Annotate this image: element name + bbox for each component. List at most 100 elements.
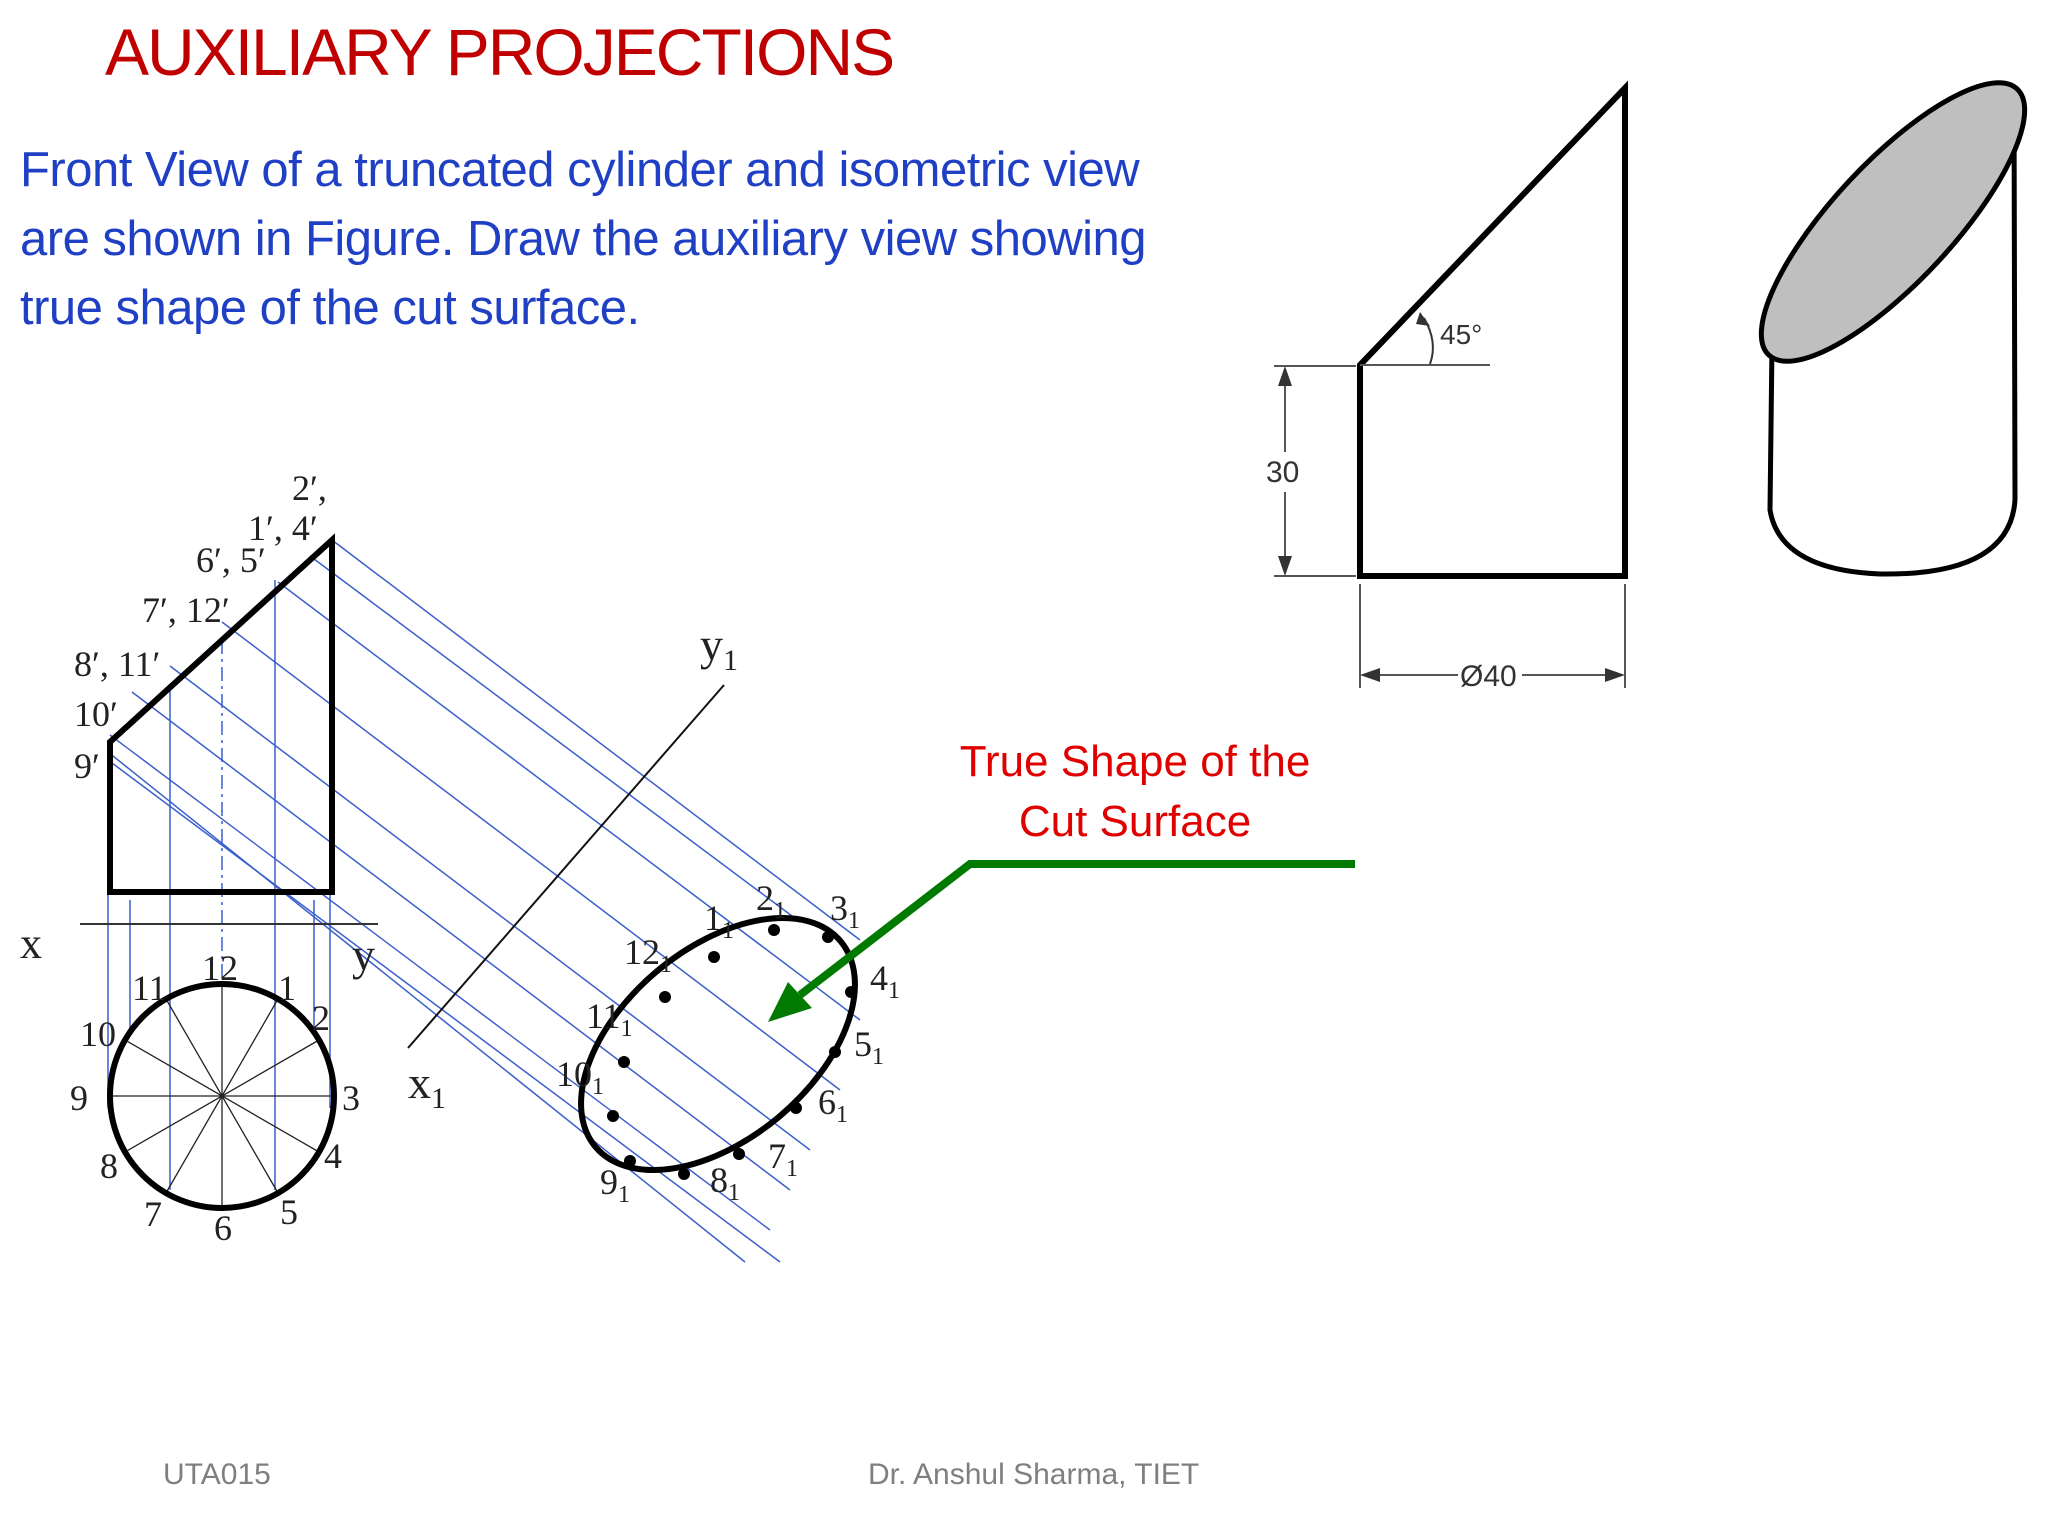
aux-label-8-num: 8	[710, 1160, 728, 1200]
label-x1-subscript: 1	[431, 1082, 446, 1115]
label-2-prime: 2′,	[292, 468, 327, 508]
aux-label-7-num: 7	[768, 1136, 786, 1176]
top-num-4: 4	[324, 1136, 342, 1176]
diameter-arrow-left	[1360, 668, 1380, 682]
top-num-5: 5	[280, 1192, 298, 1232]
point-8	[678, 1168, 690, 1180]
label-9-prime: 9′	[74, 746, 100, 786]
aux-label-12-sub: 1	[660, 952, 672, 978]
point-6	[790, 1102, 802, 1114]
aux-label-11: 111	[586, 996, 633, 1042]
callout-line-2: Cut Surface	[1019, 797, 1251, 846]
point-11	[618, 1056, 630, 1068]
point-12	[659, 991, 671, 1003]
label-y1-letter: y	[700, 619, 723, 670]
aux-label-6-num: 6	[818, 1082, 836, 1122]
point-7	[733, 1148, 745, 1160]
aux-label-1: 11	[704, 898, 734, 944]
label-x: x	[20, 919, 42, 968]
cut-surface-ellipse	[1758, 80, 2028, 364]
callout-arrowhead	[768, 982, 812, 1022]
aux-label-8: 81	[710, 1160, 740, 1206]
aux-label-12-num: 12	[624, 932, 660, 972]
aux-label-12: 121	[624, 932, 672, 978]
top-view	[107, 981, 337, 1211]
aux-label-3: 31	[830, 888, 860, 934]
top-num-7: 7	[144, 1194, 162, 1234]
point-9	[624, 1155, 636, 1167]
label-7-12-prime: 7′, 12′	[142, 590, 230, 630]
label-6-5-prime: 6′, 5′	[196, 540, 266, 580]
label-x1-letter: x	[408, 1057, 431, 1108]
diameter-label: Ø40	[1460, 660, 1517, 693]
aux-label-9: 91	[600, 1162, 630, 1208]
label-x1: x1	[408, 1057, 446, 1115]
top-num-2: 2	[312, 998, 330, 1038]
aux-label-8-sub: 1	[728, 1180, 740, 1206]
given-outline	[1357, 80, 1628, 579]
aux-label-5: 51	[854, 1024, 884, 1070]
true-shape-ellipse	[578, 915, 858, 1173]
top-num-10: 10	[80, 1014, 116, 1054]
footer-author: Dr. Anshul Sharma, TIET	[868, 1458, 1200, 1491]
point-10	[607, 1110, 619, 1122]
point-5	[829, 1046, 841, 1058]
question-text: Front View of a truncated cylinder and i…	[20, 136, 1260, 343]
angle-label: 45°	[1440, 319, 1482, 350]
aux-label-3-num: 3	[830, 888, 848, 928]
front-view-labels: 2′, 1′, 4′ 6′, 5′ 7′, 12′ 8′, 11′ 10′ 9′	[74, 468, 327, 786]
aux-label-7-sub: 1	[786, 1156, 798, 1182]
aux-label-10: 101	[556, 1054, 604, 1100]
label-y1: y1	[700, 619, 738, 677]
top-num-6: 6	[214, 1208, 232, 1248]
aux-label-9-sub: 1	[618, 1182, 630, 1208]
height-arrow-top	[1278, 366, 1292, 386]
angle-arrowhead	[1416, 312, 1430, 326]
aux-label-11-sub: 1	[621, 1016, 633, 1042]
point-2	[768, 924, 780, 936]
point-4	[845, 986, 857, 998]
aux-label-2: 21	[756, 878, 786, 924]
aux-label-2-num: 2	[756, 878, 774, 918]
isometric-view	[1758, 80, 2028, 577]
aux-label-6: 61	[818, 1082, 848, 1128]
footer-course-code: UTA015	[163, 1458, 271, 1491]
aux-label-4: 41	[870, 958, 900, 1004]
diameter-arrow-right	[1605, 668, 1625, 682]
top-num-1: 1	[278, 968, 296, 1008]
aux-label-1-sub: 1	[722, 918, 734, 944]
label-1-4-prime: 1′, 4′	[248, 508, 318, 548]
label-8-11-prime: 8′, 11′	[74, 644, 160, 684]
aux-label-5-sub: 1	[872, 1044, 884, 1070]
vertical-projectors	[107, 540, 331, 1190]
question-line-3: true shape of the cut surface.	[20, 281, 640, 335]
given-front-view: 45° 30 Ø40	[1266, 80, 1628, 693]
auxiliary-labels: 11 21 31 41 51 61 71 81 91 101 111 121	[556, 878, 900, 1208]
label-y1-subscript: 1	[723, 644, 738, 677]
question-line-2: are shown in Figure. Draw the auxiliary …	[20, 212, 1147, 266]
aux-label-5-num: 5	[854, 1024, 872, 1064]
point-1	[708, 951, 720, 963]
point-3	[822, 931, 834, 943]
aux-label-3-sub: 1	[848, 908, 860, 934]
aux-label-2-sub: 1	[774, 898, 786, 924]
aux-label-10-sub: 1	[592, 1074, 604, 1100]
callout-arrow	[768, 860, 1355, 1022]
x1y1-reference-line	[407, 684, 725, 1049]
top-view-numbers: 12 11 1 10 2 9 3 8 4 7 6 5	[70, 948, 360, 1248]
slide-title: AUXILIARY PROJECTIONS	[105, 15, 895, 89]
aux-label-4-sub: 1	[888, 978, 900, 1004]
top-num-12: 12	[202, 948, 238, 988]
callout-line-1: True Shape of the	[960, 737, 1311, 786]
height-arrow-bottom	[1278, 556, 1292, 576]
top-num-3: 3	[342, 1078, 360, 1118]
top-num-8: 8	[100, 1146, 118, 1186]
cylinder-body	[1767, 99, 2018, 577]
top-num-11: 11	[132, 968, 167, 1008]
top-view-circle	[107, 981, 337, 1211]
front-view-outline	[107, 533, 335, 895]
label-10-prime: 10′	[74, 694, 118, 734]
height-label: 30	[1266, 456, 1299, 489]
aux-label-10-num: 10	[556, 1054, 592, 1094]
